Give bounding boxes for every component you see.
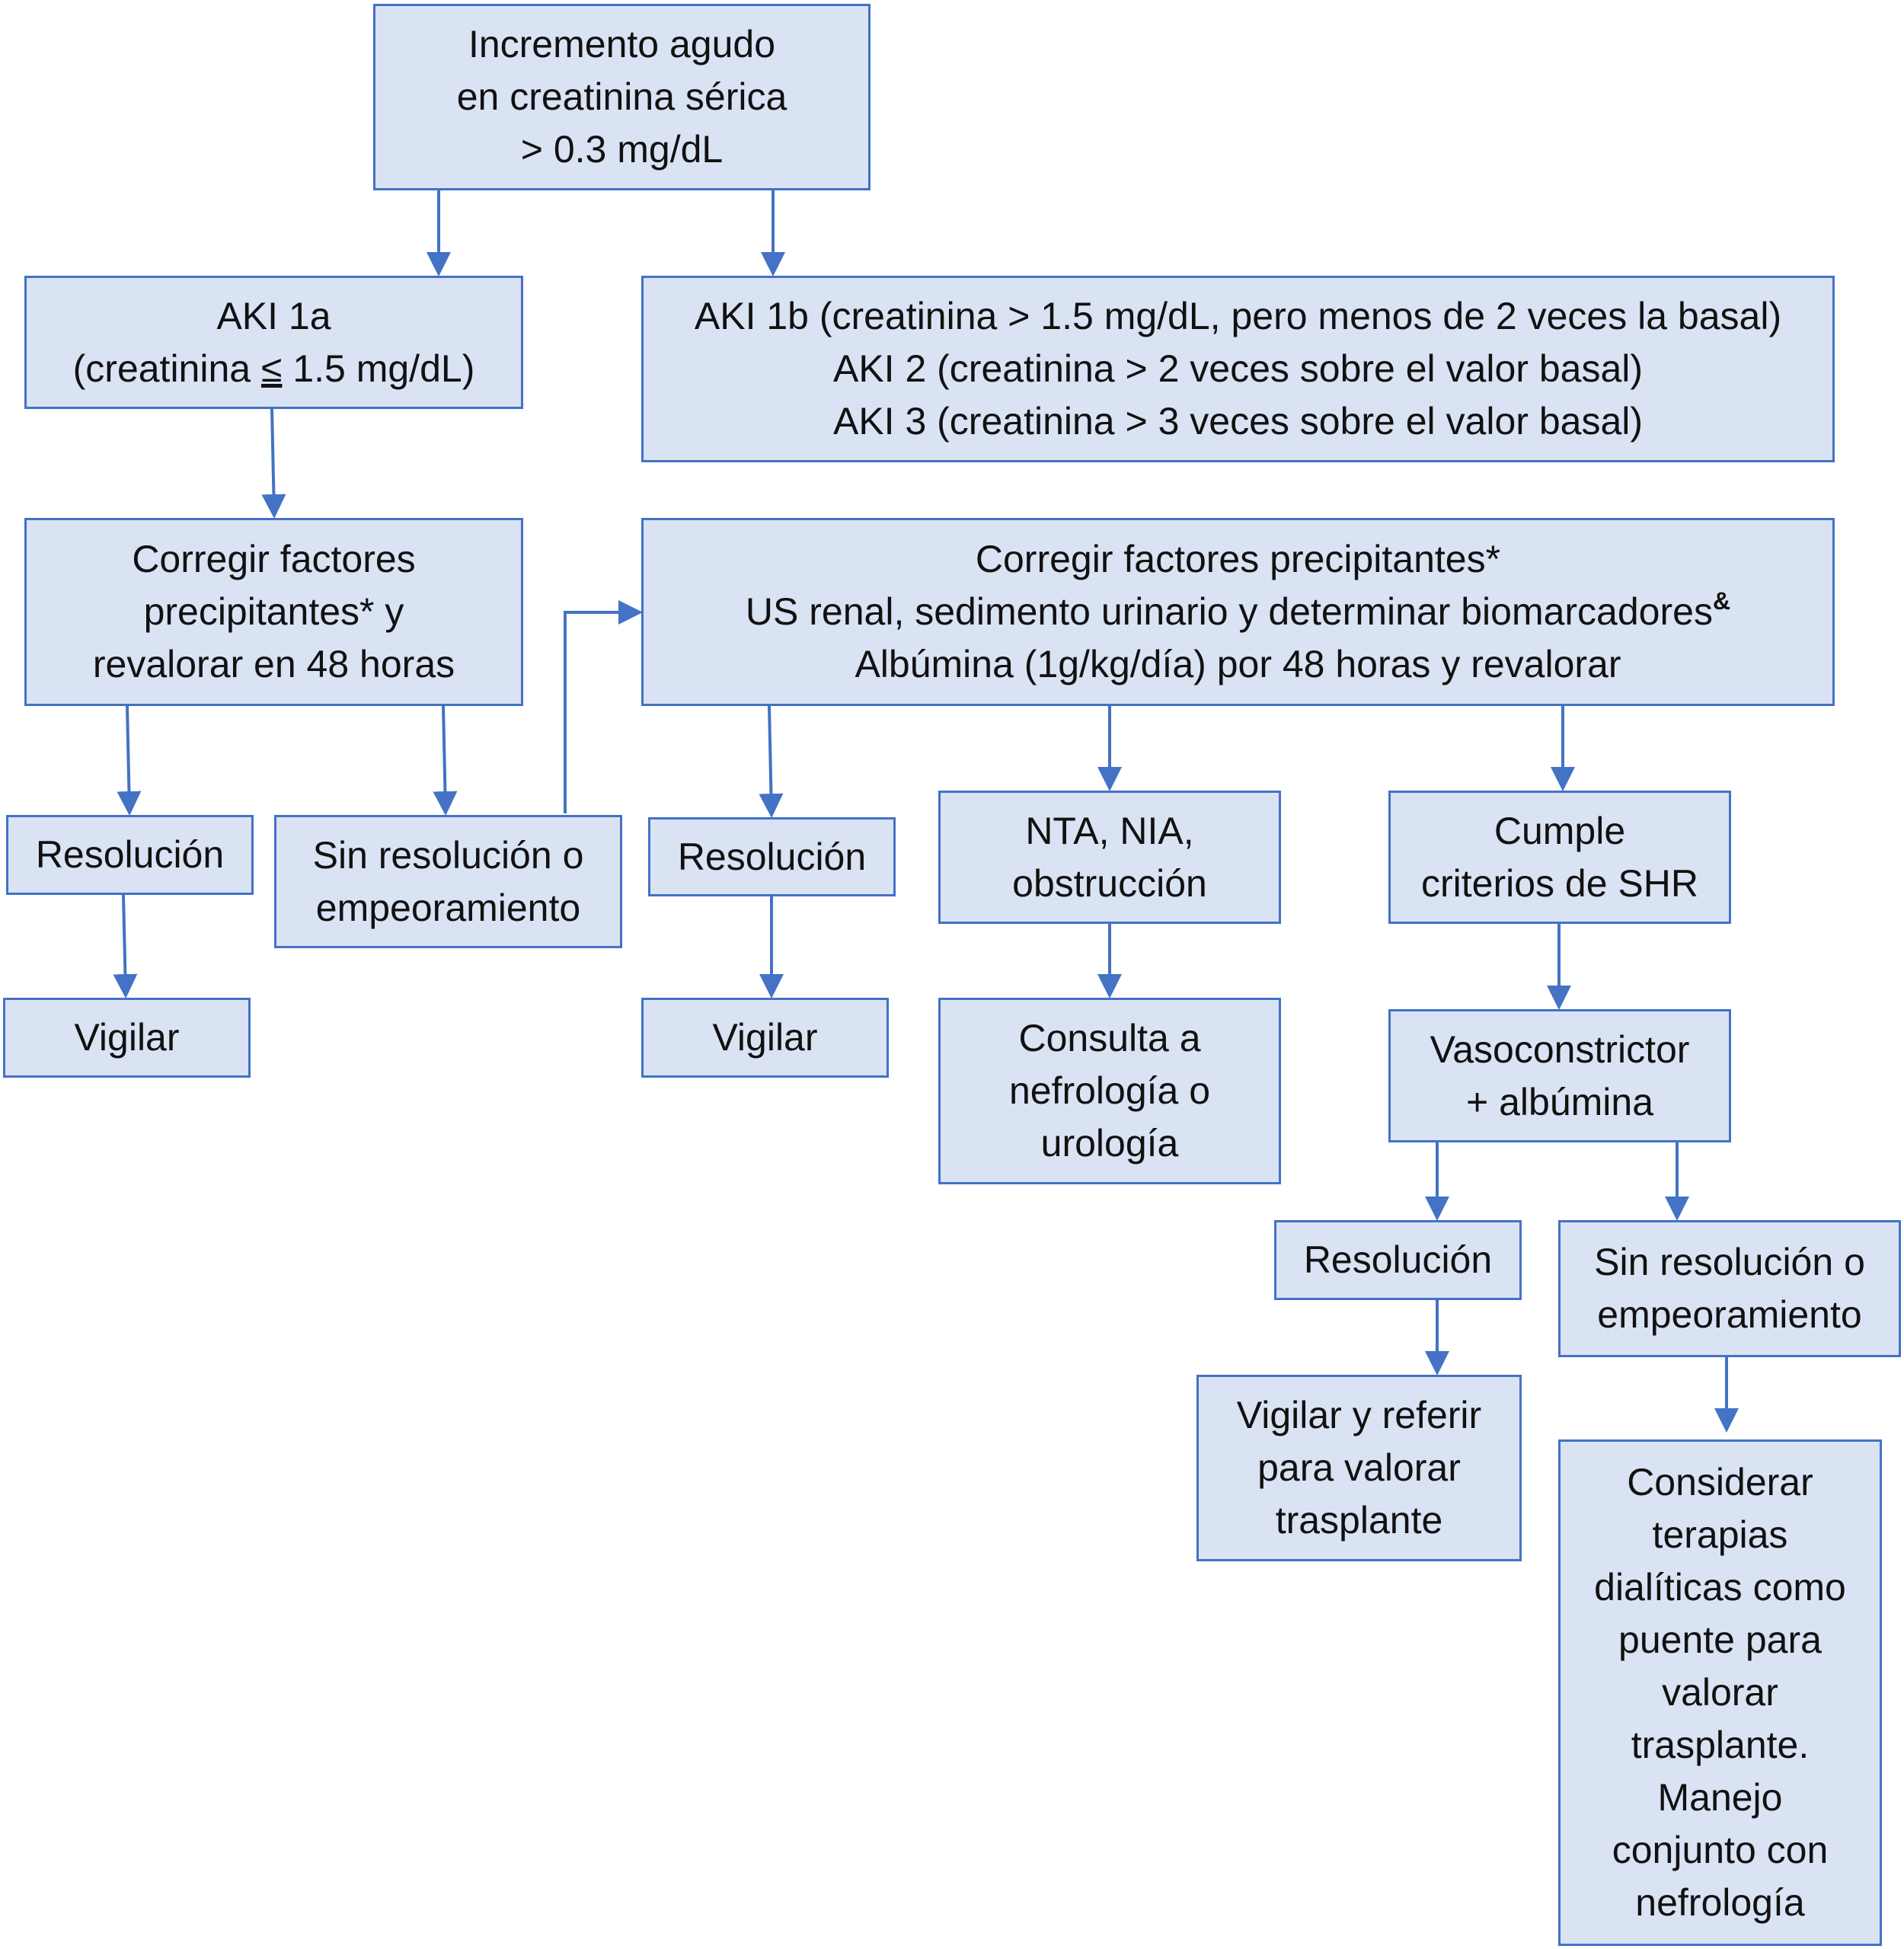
correct-right-box: Corregir factores precipitantes* US rena… [641,518,1835,706]
vaso-line-1: Vasoconstrictor [1430,1027,1690,1071]
aki1a-box: AKI 1a (creatinina ≤ 1.5 mg/dL) [24,276,523,409]
watch-refer-line-3: trasplante [1275,1499,1443,1542]
dialysis-line-8: conjunto con [1612,1829,1829,1871]
resolution-shr-label: Resolución [1303,1238,1493,1281]
watch-mid-label: Vigilar [712,1016,818,1059]
no-resolution-shr-line-1: Sin resolución o [1594,1241,1865,1283]
no-resolution-shr-line-2: empeoramiento [1597,1293,1862,1336]
start-line-2: en creatinina sérica [456,75,787,118]
correct-left-line-3: revalorar en 48 horas [92,643,455,685]
no-resolution-left-line-1: Sin resolución o [312,833,584,877]
shr-line-1: Cumple [1493,809,1626,852]
watch-left-label: Vigilar [74,1016,180,1059]
biomarker-footnote-mark: & [1712,587,1731,615]
correct-right-line-3: Albúmina (1g/kg/día) por 48 horas y reva… [855,643,1621,685]
dialysis-box: Considerar terapias dialíticas como puen… [1558,1439,1882,1946]
resolution-shr-box: Resolución [1274,1220,1522,1300]
resolution-mid-label: Resolución [677,835,867,878]
resolution-left-box: Resolución [6,815,254,895]
watch-refer-line-2: para valorar [1257,1446,1461,1489]
nta-box: NTA, NIA, obstrucción [938,791,1281,924]
nta-line-2: obstrucción [1012,861,1207,905]
correct-right-line-2: US renal, sedimento urinario y determina… [746,586,1730,638]
vasoconstrictor-box: Vasoconstrictor + albúmina [1388,1009,1731,1142]
aki1a-less-equal-symbol: ≤ [260,347,283,390]
watch-mid-box: Vigilar [641,998,889,1078]
consult-line-3: urología [1040,1122,1179,1165]
aki1a-line-2-post: 1.5 mg/dL) [282,347,475,390]
consult-box: Consulta a nefrología o urología [938,998,1281,1184]
watch-refer-line-1: Vigilar y referir [1236,1394,1482,1436]
aki-higher-line-2: AKI 2 (creatinina > 2 veces sobre el val… [832,347,1644,390]
aki-higher-box: AKI 1b (creatinina > 1.5 mg/dL, pero men… [641,276,1835,462]
watch-left-box: Vigilar [3,998,251,1078]
aki1a-line-1: AKI 1a [216,294,331,337]
correct-right-line-1: Corregir factores precipitantes* [975,538,1501,580]
shr-criteria-box: Cumple criterios de SHR [1388,791,1731,924]
start-line-1: Incremento agudo [468,23,776,65]
arrow-resolution-left-to-watch [113,894,138,998]
dialysis-line-4: puente para [1618,1618,1822,1661]
dialysis-line-2: terapias [1652,1513,1788,1556]
dialysis-line-1: Considerar [1627,1461,1813,1503]
arrow-correct-left-to-no-resolution [433,705,458,816]
dialysis-line-7: Manejo [1657,1776,1783,1819]
arrow-correct-left-to-resolution [117,705,142,816]
dialysis-line-9: nefrología [1635,1881,1805,1924]
resolution-left-label: Resolución [35,833,225,876]
aki-higher-line-3: AKI 3 (creatinina > 3 veces sobre el val… [832,400,1644,443]
aki1a-line-2: (creatinina ≤ 1.5 mg/dL) [73,343,475,395]
arrow-correct-right-to-resolution [759,705,784,818]
correct-left-box: Corregir factores precipitantes* y reval… [24,518,523,706]
arrow-no-resolution-to-correct-right [564,600,643,813]
dialysis-line-3: dialíticas como [1594,1566,1846,1609]
arrow-aki1a-to-correct-left [261,408,286,519]
correct-left-line-2: precipitantes* y [143,590,404,633]
no-resolution-left-box: Sin resolución o empeoramiento [274,815,622,948]
watch-refer-box: Vigilar y referir para valorar trasplant… [1196,1375,1522,1561]
consult-line-2: nefrología o [1008,1069,1211,1112]
resolution-mid-box: Resolución [648,817,896,896]
dialysis-line-6: trasplante. [1631,1724,1810,1766]
no-resolution-left-line-2: empeoramiento [315,886,581,929]
correct-left-line-1: Corregir factores [132,538,416,580]
start-box: Incremento agudo en creatinina sérica > … [373,4,871,190]
consult-line-1: Consulta a [1018,1017,1201,1059]
nta-line-1: NTA, NIA, [1025,809,1194,852]
shr-line-2: criterios de SHR [1421,861,1698,905]
correct-right-line-2-text: US renal, sedimento urinario y determina… [745,590,1713,633]
aki-higher-line-1: AKI 1b (creatinina > 1.5 mg/dL, pero men… [694,295,1782,337]
start-line-3: > 0.3 mg/dL [520,128,724,171]
vaso-line-2: + albúmina [1466,1080,1653,1123]
aki1a-line-2-pre: (creatinina [72,347,261,390]
dialysis-line-5: valorar [1662,1671,1778,1714]
no-resolution-shr-box: Sin resolución o empeoramiento [1558,1220,1901,1357]
